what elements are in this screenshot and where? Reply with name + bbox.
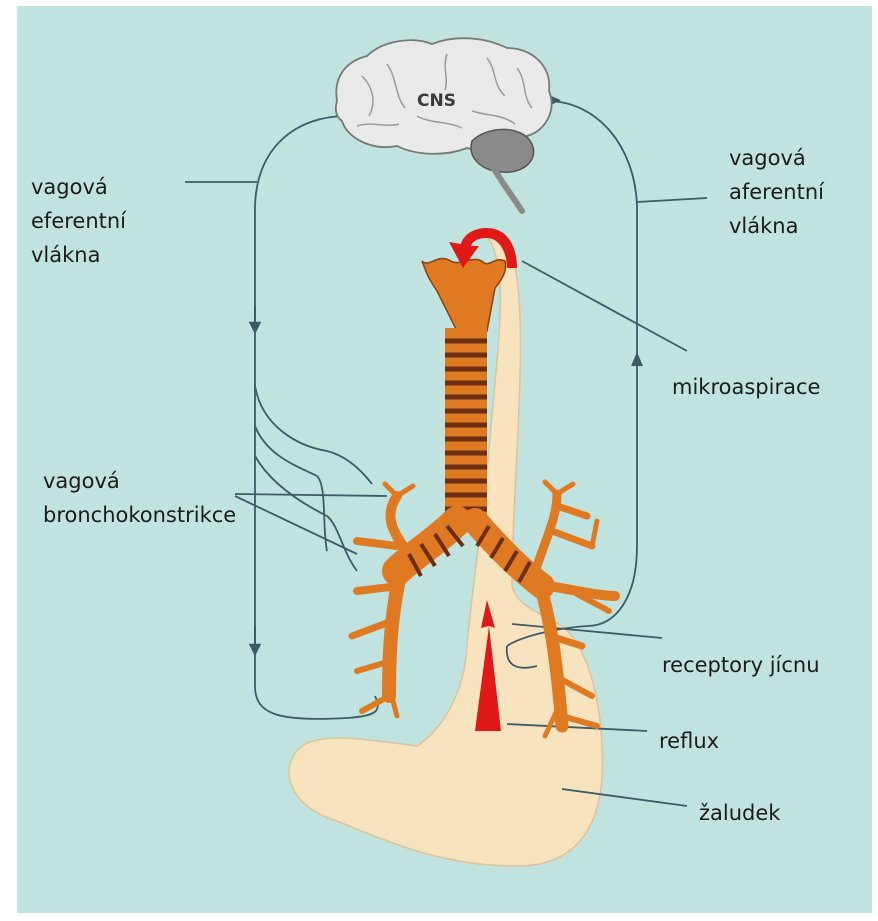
brain-icon: CNS <box>336 38 552 211</box>
reflux-label: reflux <box>659 724 719 758</box>
efferent-branch-2 <box>255 426 327 551</box>
efferent-label-line-2: eferentní <box>31 204 126 238</box>
microaspiration-label: mikroaspirace <box>672 370 820 404</box>
diagram-frame: CNS vagová eferentní vlákna vagová afere… <box>17 6 872 913</box>
bronchoconstriction-label: vagová bronchokonstrikce <box>43 464 236 532</box>
efferent-label-line-1: vagová <box>31 170 126 204</box>
afferent-label: vagová aferentní vlákna <box>729 141 824 243</box>
efferent-label: vagová eferentní vlákna <box>31 170 126 272</box>
efferent-nerve-paths <box>255 116 378 719</box>
afferent-label-line-1: vagová <box>729 141 824 175</box>
afferent-label-line-2: aferentní <box>729 175 824 209</box>
esophageal-receptors-label: receptory jícnu <box>662 648 820 682</box>
trachea <box>445 328 487 528</box>
efferent-trunk <box>255 116 378 719</box>
afferent-arrow-up <box>631 352 643 366</box>
afferent-label-line-3: vlákna <box>729 209 824 243</box>
stomach-label: žaludek <box>699 796 780 830</box>
efferent-label-line-3: vlákna <box>31 238 126 272</box>
efferent-branch-1 <box>255 386 372 484</box>
bronchoconstriction-label-line-1: vagová <box>43 464 236 498</box>
cerebellum <box>471 129 534 172</box>
left-bronchus <box>352 484 457 716</box>
bronchoconstriction-label-line-2: bronchokonstrikce <box>43 498 236 532</box>
larynx <box>422 258 506 331</box>
cns-label: CNS <box>417 91 456 111</box>
